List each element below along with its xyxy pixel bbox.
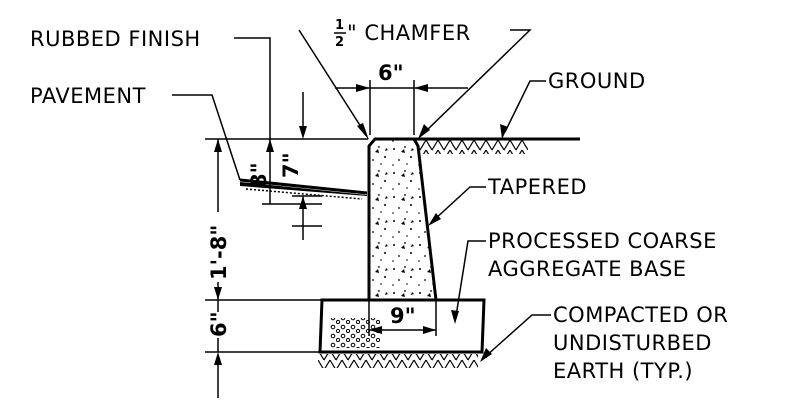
height-dimensions: 8" 7": [205, 92, 368, 240]
height-total-text: 1'-8": [207, 225, 231, 280]
chamfer-callout: 1 2 " CHAMFER: [298, 18, 532, 140]
top-width-dimension: 6": [335, 61, 468, 135]
pavement-surface: [239, 178, 368, 200]
pavement-label: PAVEMENT: [30, 84, 146, 108]
top-width-text: 6": [378, 61, 404, 85]
bottom-width-text: 9": [390, 304, 416, 328]
height-8-text: 8": [247, 162, 271, 188]
pavement-callout: PAVEMENT: [30, 84, 241, 181]
total-height-dimension: 1'-8": [205, 139, 322, 301]
compacted-label-line1: COMPACTED OR: [553, 303, 728, 327]
base-depth-dimension: 6": [205, 300, 322, 398]
chamfer-denominator: 2: [335, 35, 344, 50]
tapered-callout: TAPERED: [428, 175, 587, 226]
processed-label-line2: AGGREGATE BASE: [488, 257, 687, 281]
processed-callout: PROCESSED COARSE AGGREGATE BASE: [451, 229, 717, 324]
ground-label: GROUND: [548, 69, 646, 93]
base-depth-text: 6": [207, 311, 231, 337]
height-7-text: 7": [279, 152, 303, 178]
processed-label-line1: PROCESSED COARSE: [488, 229, 717, 253]
ground-callout: GROUND: [500, 69, 646, 139]
rubbed-finish-label: RUBBED FINISH: [30, 27, 201, 51]
chamfer-label: " CHAMFER: [347, 21, 471, 45]
ground-surface: [415, 137, 580, 154]
compacted-label-line3: EARTH (TYP.): [553, 359, 693, 383]
chamfer-numerator: 1: [335, 18, 344, 33]
bottom-width-dimension: 9": [368, 300, 437, 336]
tapered-label: TAPERED: [487, 175, 587, 199]
aggregate-base: [318, 298, 486, 354]
rubbed-finish-callout: RUBBED FINISH: [30, 27, 271, 204]
curb-body: [367, 137, 438, 302]
compacted-earth: [318, 354, 478, 368]
compacted-callout: COMPACTED OR UNDISTURBED EARTH (TYP.): [480, 303, 728, 383]
compacted-label-line2: UNDISTURBED: [553, 331, 712, 355]
